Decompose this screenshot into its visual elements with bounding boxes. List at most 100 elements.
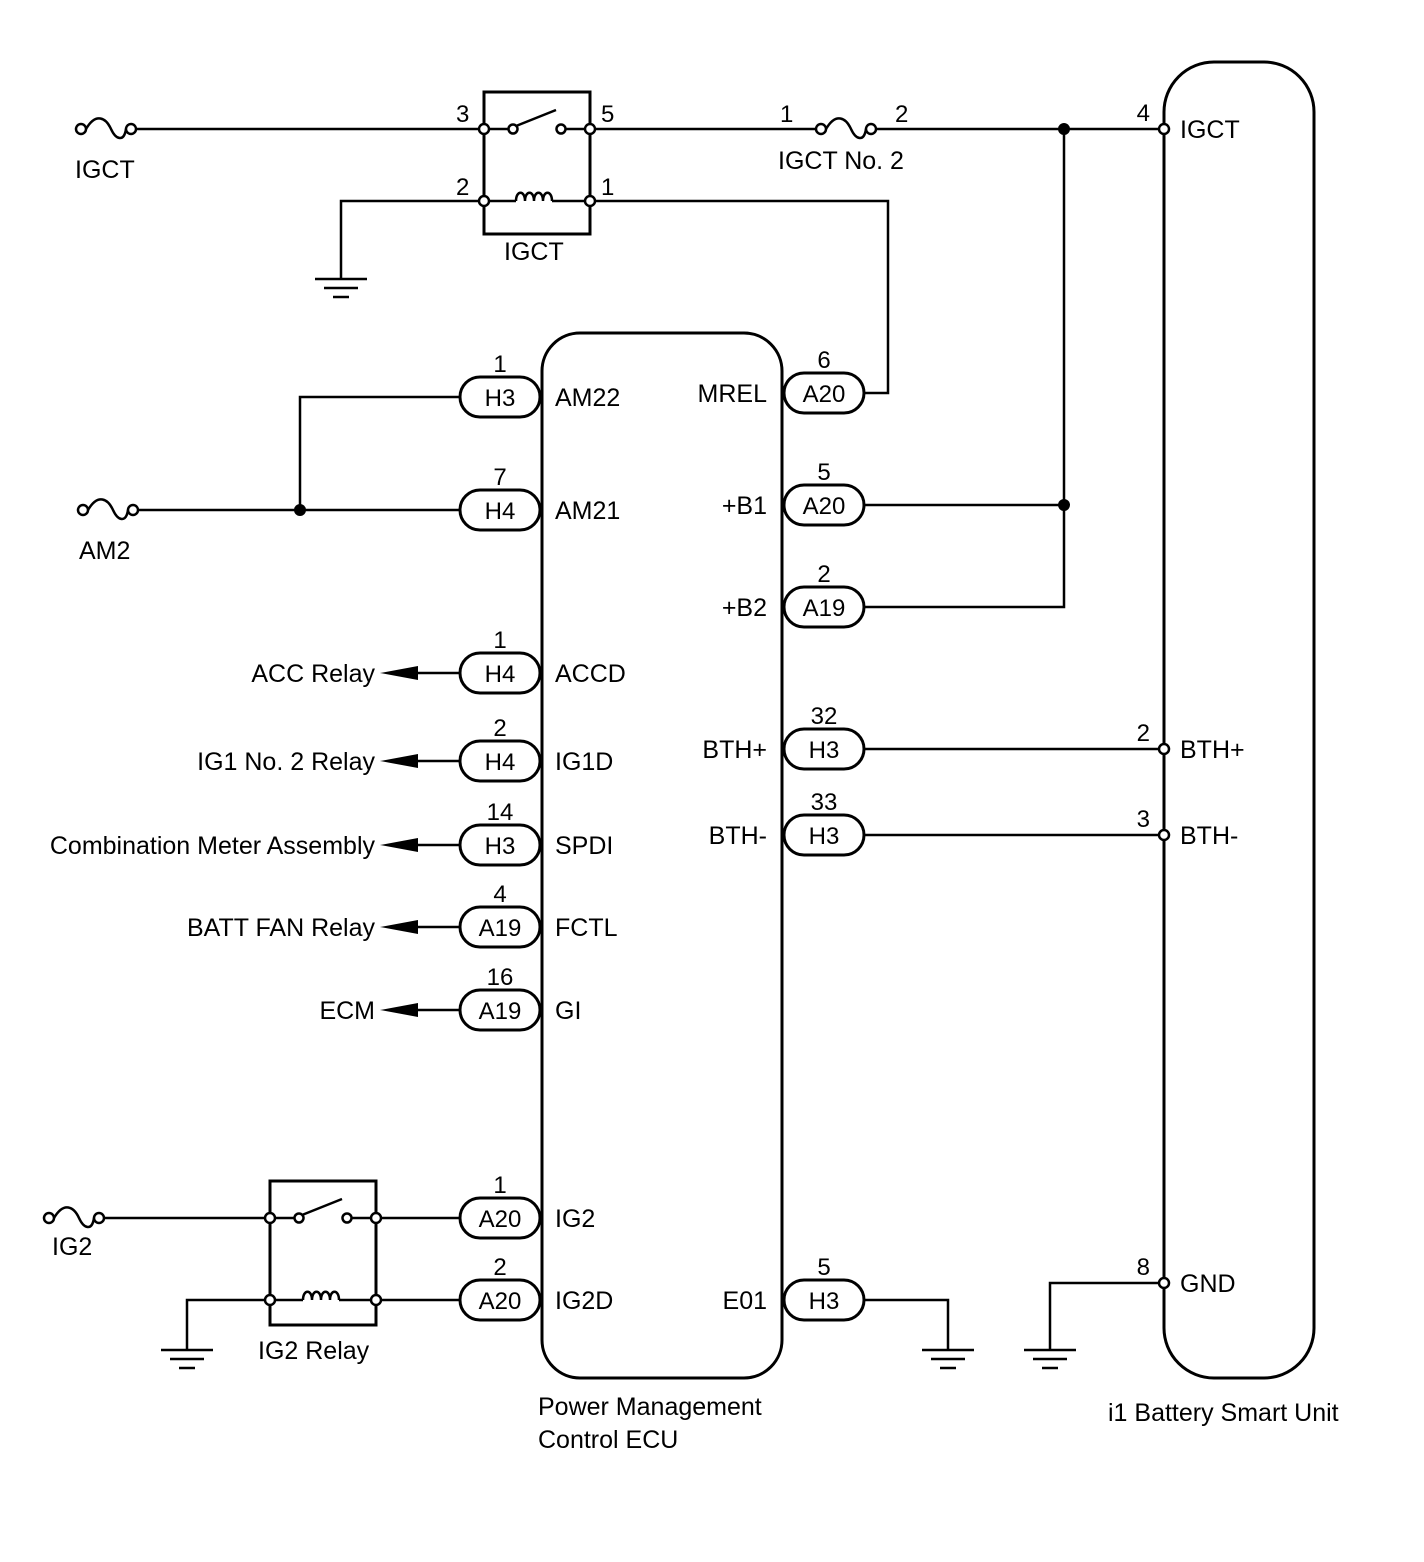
ecu-name-line1: Power Management — [538, 1393, 762, 1421]
pin-number: 7 — [493, 464, 506, 491]
signal-name: IG2 — [555, 1205, 595, 1233]
output-label: ECM — [319, 997, 375, 1025]
connector-body — [782, 371, 866, 415]
output-label: IG1 No. 2 Relay — [197, 748, 375, 776]
terminal — [1157, 1276, 1171, 1290]
igct-relay-label: IGCT — [504, 238, 564, 266]
pin-number: 2 — [493, 715, 506, 742]
igct-no2-fuse — [814, 117, 878, 140]
ecu-name-line2: Control ECU — [538, 1426, 678, 1454]
ground-symbol — [161, 1348, 213, 1370]
signal-name: +B1 — [722, 492, 767, 520]
igct-fuse-label: IGCT — [75, 156, 135, 184]
connector-id: A20 — [803, 493, 846, 520]
terminal — [1157, 828, 1171, 842]
arrow-icon — [380, 838, 418, 852]
connector-id: A19 — [803, 595, 846, 622]
igct-relay — [477, 90, 597, 236]
pin-number: 3 — [1137, 806, 1150, 833]
connector-id: H4 — [485, 498, 516, 525]
output-1: IG1 No. 2 Relay — [197, 748, 460, 776]
battery-smart-unit-label: i1 Battery Smart Unit — [1108, 1399, 1339, 1427]
connector-id: A19 — [479, 998, 522, 1025]
ground-symbol — [315, 277, 367, 299]
terminal — [1157, 122, 1171, 136]
pin-number: 4 — [493, 881, 506, 908]
connector-id: H3 — [809, 823, 840, 850]
igct-no2-pin-2: 2 — [895, 101, 908, 128]
connector-id: H3 — [485, 385, 516, 412]
connector-id: H3 — [809, 737, 840, 764]
output-2: Combination Meter Assembly — [50, 832, 460, 860]
arrow-icon — [380, 666, 418, 680]
signal-name: E01 — [723, 1287, 767, 1315]
connector-id: A20 — [803, 381, 846, 408]
connector-id: A20 — [479, 1288, 522, 1315]
signal-name: FCTL — [555, 914, 618, 942]
signal-name: IG2D — [555, 1287, 613, 1315]
arrow-icon — [380, 754, 418, 768]
ground-symbol — [1024, 1348, 1076, 1370]
pin-number: 8 — [1137, 1254, 1150, 1281]
ig2-fuse — [42, 1206, 106, 1229]
pin-number: 5 — [817, 1254, 830, 1281]
output-3: BATT FAN Relay — [187, 914, 460, 942]
signal-name: GI — [555, 997, 581, 1025]
output-label: ACC Relay — [251, 660, 375, 688]
output-label: Combination Meter Assembly — [50, 832, 376, 860]
signal-name: BTH+ — [1180, 736, 1245, 764]
pin-number: 4 — [1137, 100, 1150, 127]
signal-name: BTH- — [709, 822, 767, 850]
signal-name: GND — [1180, 1270, 1236, 1298]
pin-number: 1 — [493, 1172, 506, 1199]
pin-number: 6 — [817, 347, 830, 374]
power-management-ecu — [540, 331, 784, 1380]
pin-number: 33 — [811, 789, 838, 816]
pin-number: 5 — [817, 459, 830, 486]
ig2-relay — [263, 1179, 383, 1327]
arrow-icon — [380, 1003, 418, 1017]
igct-no2-fuse-label: IGCT No. 2 — [778, 147, 904, 175]
connector-id: A20 — [479, 1206, 522, 1233]
igct-no2-pin-1: 1 — [780, 101, 793, 128]
pin-number: 32 — [811, 703, 838, 730]
output-label: BATT FAN Relay — [187, 914, 376, 942]
signal-name: ACCD — [555, 660, 626, 688]
pin-number: 16 — [487, 964, 514, 991]
ig2-relay-label: IG2 Relay — [258, 1337, 370, 1365]
pin-number: 2 — [1137, 720, 1150, 747]
pin-number: 1 — [493, 627, 506, 654]
signal-name: MREL — [698, 380, 768, 408]
ecu-left-pins: H31AM22H47AM21H41ACCDH42IG1DH314SPDIA194… — [458, 351, 626, 1322]
connector-id: A19 — [479, 915, 522, 942]
connector-right-1: A20 5 +B1 — [722, 459, 866, 527]
connector-id: H3 — [485, 833, 516, 860]
terminal — [1157, 742, 1171, 756]
ecu-right-pins: A206MRELA205+B1A192+B2H332BTH+H333BTH-H3… — [698, 347, 866, 1322]
arrow-icon — [380, 920, 418, 934]
signal-name: IG1D — [555, 748, 613, 776]
ground-symbol — [922, 1348, 974, 1370]
connector-body — [782, 483, 866, 527]
igct-relay-pin-3: 3 — [456, 101, 469, 128]
connector-body — [782, 585, 866, 629]
connector-id: H4 — [485, 749, 516, 776]
